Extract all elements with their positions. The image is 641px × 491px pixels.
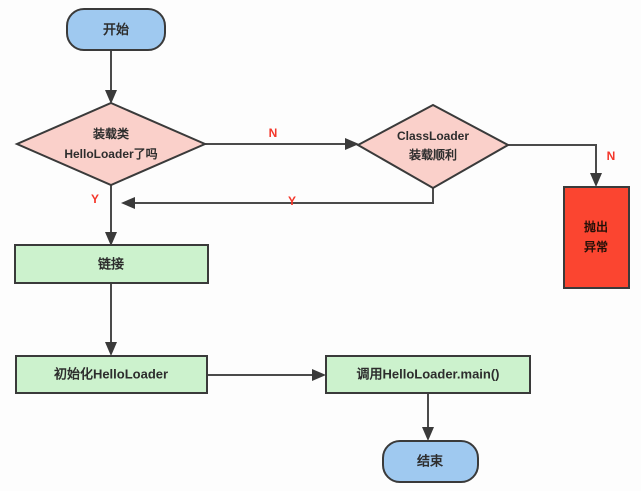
node-init-shape[interactable] (15, 355, 208, 394)
node-decision-loaded-label-line2: HelloLoader了吗 (64, 147, 157, 161)
edge-start-to-decision-loaded (105, 50, 117, 104)
node-invoke-main-shape[interactable] (325, 355, 531, 394)
node-decision-classloader-label-line1: ClassLoader (397, 129, 469, 143)
node-decision-loaded[interactable]: 装载类 HelloLoader了吗 (14, 101, 208, 187)
edge-label-loaded-no: N (269, 126, 278, 140)
node-decision-classloader-shape[interactable] (355, 103, 511, 190)
node-throw-exception-label-line1: 抛出 (584, 219, 608, 234)
node-invoke-main-label: 调用HelloLoader.main() (356, 366, 499, 381)
node-end-shape[interactable] (382, 440, 479, 483)
edge-line (130, 188, 434, 204)
edge-label-classloader-no: N (607, 149, 616, 163)
node-decision-classloader[interactable]: ClassLoader 装载顺利 (355, 103, 511, 190)
node-start-label: 开始 (103, 22, 129, 37)
node-decision-classloader-label-line2: 装载顺利 (408, 147, 457, 162)
edge-init-to-invoke-main (207, 369, 326, 381)
arrowhead-icon (105, 90, 117, 104)
node-init[interactable]: 初始化HelloLoader (15, 355, 208, 394)
node-decision-loaded-label-line1: 装载类 (92, 126, 130, 141)
arrowhead-icon (105, 232, 117, 246)
node-link-label: 链接 (97, 256, 124, 271)
arrowhead-icon (312, 369, 326, 381)
edge-line (508, 144, 597, 178)
edge-label-classloader-yes: Y (288, 194, 296, 208)
edge-classloader-yes: Y (121, 188, 434, 209)
node-link[interactable]: 链接 (14, 244, 209, 284)
arrowhead-icon (422, 427, 434, 441)
arrowhead-icon (105, 342, 117, 356)
node-link-shape[interactable] (14, 244, 209, 284)
node-start[interactable]: 开始 (66, 8, 166, 51)
arrowhead-icon (345, 138, 359, 150)
node-decision-loaded-shape[interactable] (14, 101, 208, 187)
arrowhead-icon (121, 197, 135, 209)
edge-decision-loaded-yes: Y (91, 185, 117, 246)
arrowhead-icon (590, 173, 602, 187)
node-init-label: 初始化HelloLoader (54, 366, 168, 381)
edge-invoke-main-to-end (422, 393, 434, 441)
node-invoke-main[interactable]: 调用HelloLoader.main() (325, 355, 531, 394)
edge-label-loaded-yes: Y (91, 192, 99, 206)
node-end-label: 结束 (417, 453, 444, 468)
node-end[interactable]: 结束 (382, 440, 479, 483)
node-throw-exception-shape[interactable] (563, 186, 630, 289)
node-throw-exception-label-line2: 异常 (584, 239, 608, 254)
node-start-shape[interactable] (66, 8, 166, 51)
node-throw-exception[interactable]: 抛出 异常 (563, 186, 630, 289)
edge-decision-loaded-no: N (205, 126, 359, 150)
edge-classloader-no: N (508, 144, 616, 187)
edge-link-to-init (105, 283, 117, 356)
